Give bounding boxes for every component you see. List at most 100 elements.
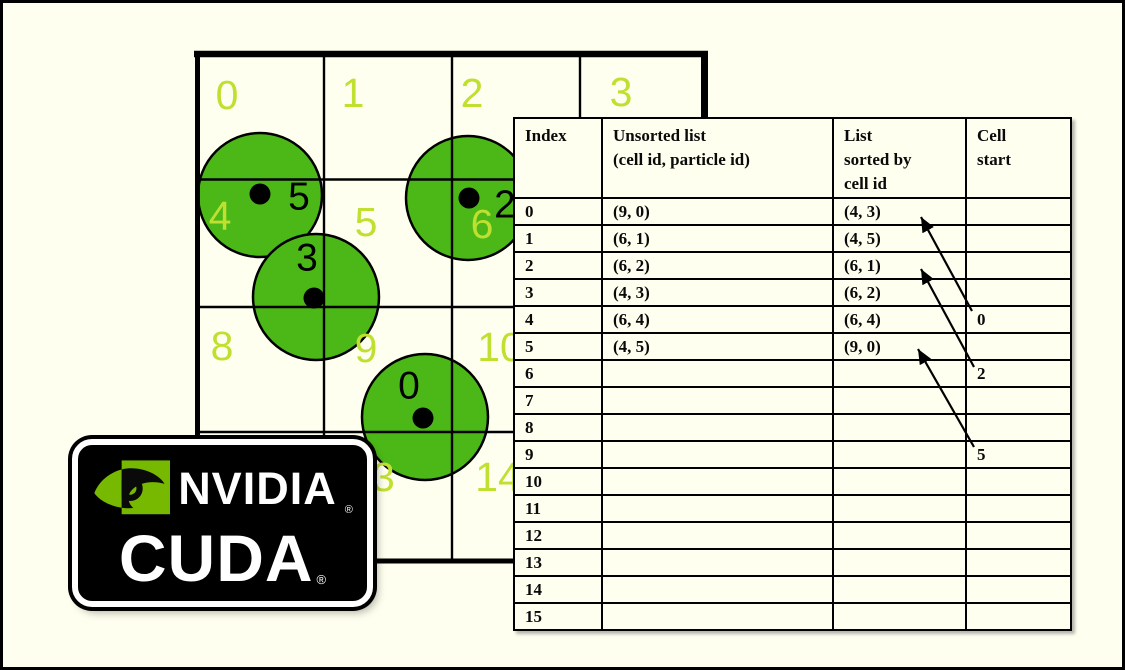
particle-id-label: 2 xyxy=(494,184,516,227)
particle-dot xyxy=(412,407,434,429)
sorted-cell: (9, 0) xyxy=(832,332,967,361)
unsorted-cell: (6, 2) xyxy=(601,251,834,280)
table-row: 13 xyxy=(513,548,1072,577)
grid-cell-label: 8 xyxy=(211,323,234,369)
index-cell: 15 xyxy=(513,602,603,631)
table-row: 7 xyxy=(513,386,1072,415)
header-index: Index xyxy=(513,117,603,199)
table-row: 5(4, 5)(9, 0) xyxy=(513,332,1072,361)
particle-id-label: 0 xyxy=(398,365,420,408)
cell-start-cell xyxy=(965,602,1072,631)
unsorted-cell: (9, 0) xyxy=(601,197,834,226)
nvidia-logo-row: NVIDIA ® xyxy=(92,458,353,519)
grid-cell-label: 3 xyxy=(610,69,633,115)
table-row: 12 xyxy=(513,521,1072,550)
unsorted-cell xyxy=(601,602,834,631)
index-cell: 7 xyxy=(513,386,603,415)
index-cell: 4 xyxy=(513,305,603,334)
unsorted-cell: (4, 5) xyxy=(601,332,834,361)
cell-start-cell xyxy=(965,386,1072,415)
cell-start-cell xyxy=(965,197,1072,226)
cell-start-cell xyxy=(965,467,1072,496)
cell-start-cell: 2 xyxy=(965,359,1072,388)
particle-markers-layer: 5 2 3 0 xyxy=(249,176,516,429)
table-row: 10 xyxy=(513,467,1072,496)
index-cell: 14 xyxy=(513,575,603,604)
cell-start-cell xyxy=(965,332,1072,361)
table-row: 8 xyxy=(513,413,1072,442)
unsorted-cell xyxy=(601,521,834,550)
sorted-cell xyxy=(832,413,967,442)
cell-start-cell xyxy=(965,224,1072,253)
table-row: 0(9, 0)(4, 3) xyxy=(513,197,1072,226)
sorted-cell: (4, 3) xyxy=(832,197,967,226)
sorted-cell xyxy=(832,575,967,604)
unsorted-cell xyxy=(601,359,834,388)
header-unsorted-list: Unsorted list (cell id, particle id) xyxy=(601,117,834,199)
grid-cell-label: 4 xyxy=(209,193,232,239)
sorted-cell xyxy=(832,467,967,496)
table-row: 1(6, 1)(4, 5) xyxy=(513,224,1072,253)
table-row: 4(6, 4)(6, 4)0 xyxy=(513,305,1072,334)
grid-cell-label: 6 xyxy=(471,201,494,247)
nvidia-eye-icon xyxy=(94,460,171,515)
index-cell: 0 xyxy=(513,197,603,226)
sorted-cell: (6, 4) xyxy=(832,305,967,334)
sorted-cell xyxy=(832,548,967,577)
unsorted-cell xyxy=(601,575,834,604)
table-row: 3(4, 3)(6, 2) xyxy=(513,278,1072,307)
unsorted-cell xyxy=(601,548,834,577)
nvidia-cuda-logo: NVIDIA ® CUDA ® xyxy=(72,439,373,607)
index-cell: 11 xyxy=(513,494,603,523)
particle-id-label: 3 xyxy=(296,237,318,280)
table-row: 15 xyxy=(513,602,1072,631)
sorted-cell xyxy=(832,494,967,523)
index-cell: 9 xyxy=(513,440,603,469)
cell-start-cell xyxy=(965,575,1072,604)
cell-start-cell: 0 xyxy=(965,305,1072,334)
table-row: 11 xyxy=(513,494,1072,523)
grid-cell-label: 0 xyxy=(216,72,239,118)
sorted-cell: (6, 2) xyxy=(832,278,967,307)
sorted-cell: (4, 5) xyxy=(832,224,967,253)
particle-id-label: 5 xyxy=(288,176,310,219)
registered-mark: ® xyxy=(344,503,353,516)
particle-dot xyxy=(249,183,271,205)
unsorted-cell xyxy=(601,467,834,496)
registered-mark: ® xyxy=(316,572,327,588)
cell-start-cell xyxy=(965,413,1072,442)
index-cell: 6 xyxy=(513,359,603,388)
table-header: Index Unsorted list (cell id, particle i… xyxy=(513,117,1072,199)
cell-start-cell xyxy=(965,548,1072,577)
cell-start-cell xyxy=(965,521,1072,550)
unsorted-cell xyxy=(601,494,834,523)
nvidia-wordmark: NVIDIA xyxy=(178,462,337,514)
sorted-cell xyxy=(832,386,967,415)
index-cell: 5 xyxy=(513,332,603,361)
header-cell-start: Cell start xyxy=(965,117,1072,199)
cell-labels-layer: 0 1 2 3 4 5 6 8 9 10 13 14 xyxy=(209,69,633,500)
cell-start-cell: 5 xyxy=(965,440,1072,469)
unsorted-cell: (6, 1) xyxy=(601,224,834,253)
index-cell: 3 xyxy=(513,278,603,307)
sorted-cell xyxy=(832,359,967,388)
cuda-wordmark: CUDA xyxy=(118,520,314,595)
unsorted-cell: (4, 3) xyxy=(601,278,834,307)
header-sorted-list: List sorted by cell id xyxy=(832,117,967,199)
table-row: 2(6, 2)(6, 1) xyxy=(513,251,1072,280)
unsorted-cell xyxy=(601,386,834,415)
grid-cell-label: 9 xyxy=(355,325,378,371)
sorted-cell xyxy=(832,602,967,631)
sorted-cell xyxy=(832,521,967,550)
particle-dot xyxy=(458,187,480,209)
unsorted-cell xyxy=(601,413,834,442)
table-body: 0(9, 0)(4, 3)1(6, 1)(4, 5)2(6, 2)(6, 1)3… xyxy=(513,197,1072,631)
cuda-logo-row: CUDA ® xyxy=(118,520,327,595)
index-cell: 1 xyxy=(513,224,603,253)
cell-start-cell xyxy=(965,494,1072,523)
particle-index-table: Index Unsorted list (cell id, particle i… xyxy=(513,117,1072,631)
index-cell: 2 xyxy=(513,251,603,280)
